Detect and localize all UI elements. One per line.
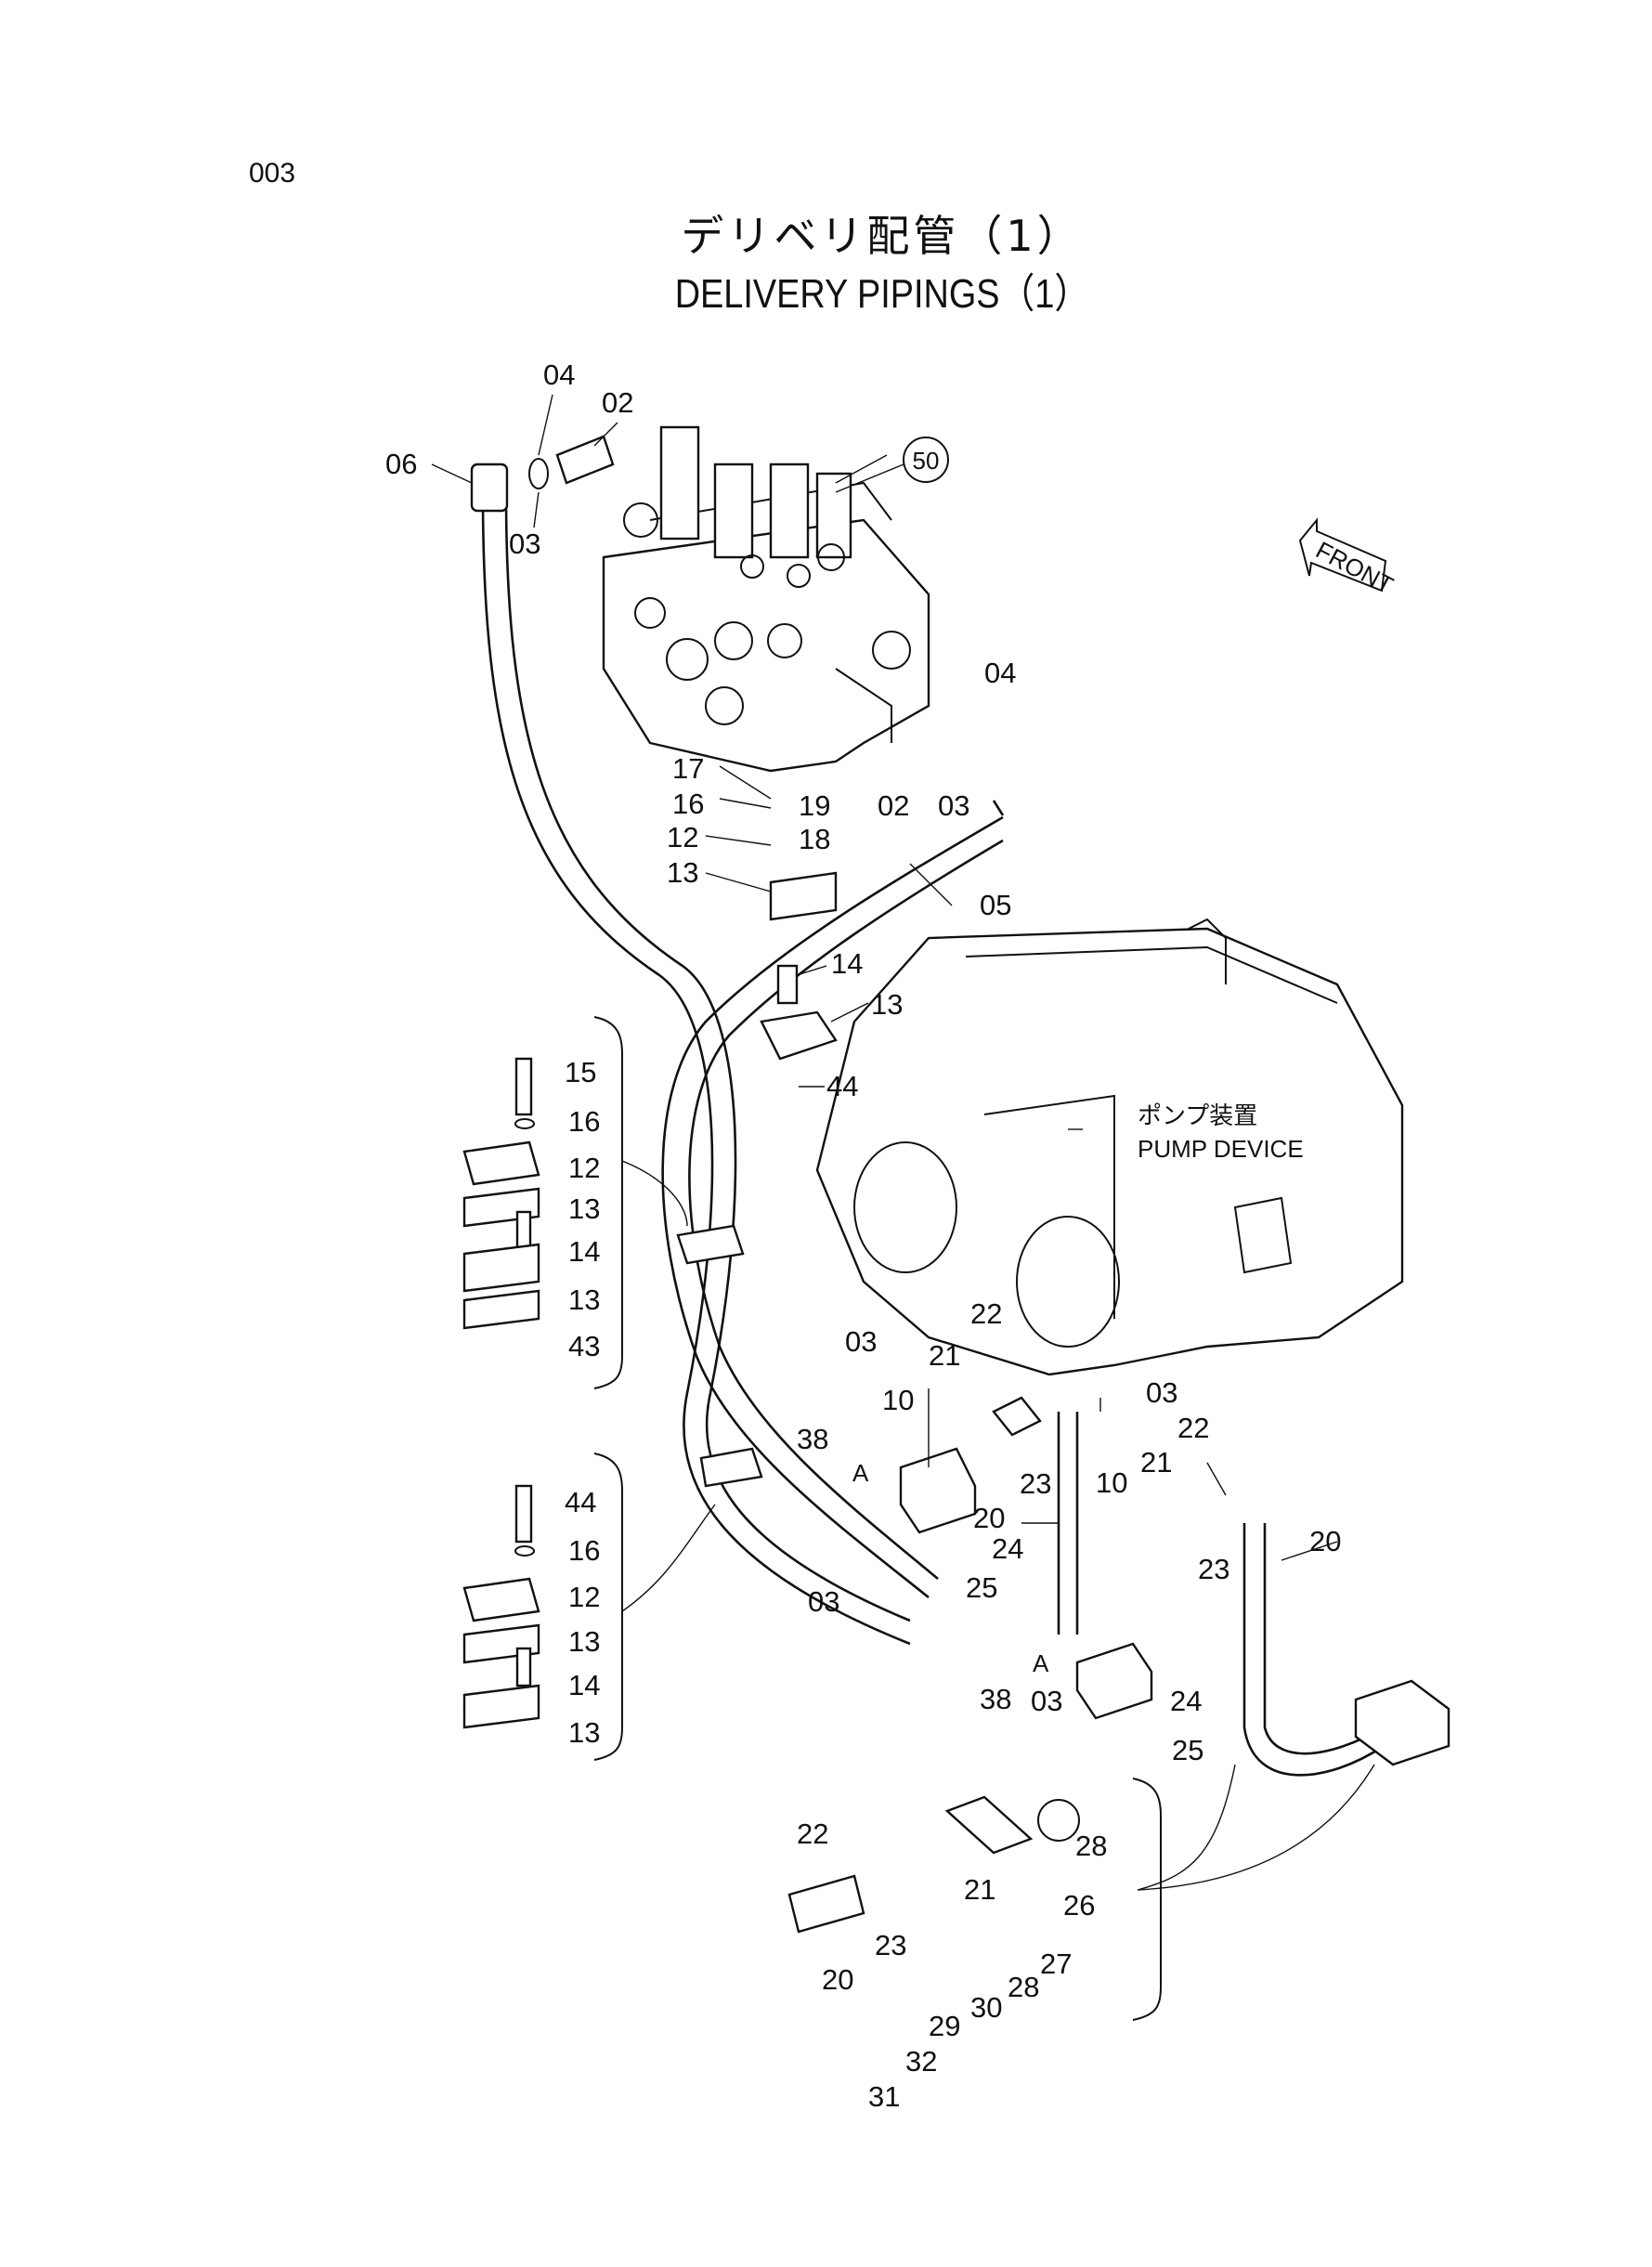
callouts-pump-right: 03 22 21 10 23 20 38 03 24 25 A <box>980 1376 1341 1766</box>
callout-label: 30 <box>970 1991 1002 2024</box>
fittings <box>470 435 1450 1934</box>
callout-label: 43 <box>568 1330 600 1362</box>
callout-label: 14 <box>831 947 863 980</box>
control-valve <box>602 425 930 773</box>
callout-label: 38 <box>797 1423 828 1455</box>
callout-label: 25 <box>966 1571 997 1604</box>
callout-label: 12 <box>568 1152 600 1184</box>
page-number: 003 <box>249 158 296 189</box>
callout-label: 05 <box>980 889 1011 921</box>
callout-label: 13 <box>568 1625 600 1658</box>
callout-label: 03 <box>808 1585 839 1618</box>
callout-label: 15 <box>565 1056 596 1088</box>
pump-label-en: PUMP DEVICE <box>1138 1135 1304 1163</box>
callout-label: 18 <box>799 823 830 855</box>
callout-label: 10 <box>1096 1466 1127 1499</box>
callouts-clamp-set-1: 15 16 12 13 14 13 43 <box>565 1056 600 1362</box>
callout-label: 28 <box>1075 1830 1107 1862</box>
detail-a-label: A <box>1033 1649 1049 1677</box>
callout-label: 22 <box>1177 1412 1209 1444</box>
callout-label: 50 <box>913 447 940 475</box>
callout-label: 27 <box>1040 1948 1072 1980</box>
callout-label: 03 <box>938 789 969 822</box>
callout-label: 25 <box>1172 1734 1203 1766</box>
callout-label: 20 <box>1309 1525 1341 1557</box>
pump-device: ポンプ装置 PUMP DEVICE <box>815 918 1404 1376</box>
callout-label: 04 <box>543 358 575 391</box>
callout-label: 23 <box>1020 1467 1051 1500</box>
callout-label: 20 <box>973 1502 1005 1534</box>
callout-label: 13 <box>568 1283 600 1316</box>
callout-label: 32 <box>905 2045 937 2078</box>
callout-label: 44 <box>826 1070 858 1102</box>
title-english: DELIVERY PIPINGS（1） <box>674 271 1090 317</box>
callout-label: 23 <box>875 1929 906 1961</box>
callouts-pump-left: 03 22 21 10 38 23 20 24 03 25 A <box>797 1297 1051 1618</box>
callout-label: 03 <box>1031 1685 1062 1717</box>
callout-label: 16 <box>568 1105 600 1138</box>
callouts-valve-lower: 17 16 12 13 19 18 02 03 04 05 14 13 44 <box>667 657 1016 1102</box>
title-japanese: デリベリ配管（1） <box>681 211 1084 261</box>
callout-label: 03 <box>1146 1376 1177 1409</box>
callout-label: 02 <box>878 789 909 822</box>
callout-label: 22 <box>970 1297 1002 1330</box>
callout-label: 44 <box>565 1486 596 1518</box>
callout-label: 38 <box>980 1683 1011 1715</box>
callout-label: 31 <box>868 2080 900 2113</box>
callout-label: 22 <box>797 1818 828 1850</box>
callout-label: 13 <box>667 856 698 889</box>
clamp-set-1 <box>462 1057 540 1330</box>
detail-a-label: A <box>852 1459 869 1487</box>
callout-label: 06 <box>385 448 417 480</box>
pump-label-jp: ポンプ装置 <box>1138 1101 1257 1129</box>
callout-label: 13 <box>871 988 903 1021</box>
callout-label: 24 <box>1170 1685 1202 1717</box>
callout-label: 23 <box>1198 1553 1229 1585</box>
callout-label: 26 <box>1063 1889 1095 1922</box>
callout-label: 10 <box>882 1384 914 1416</box>
callout-label: 13 <box>568 1192 600 1225</box>
front-arrow: FRONT <box>1298 517 1398 599</box>
callout-label: 28 <box>1008 1971 1039 2003</box>
callout-label: 16 <box>672 788 704 820</box>
callout-label: 14 <box>568 1235 600 1268</box>
leader-lines <box>431 394 1338 1561</box>
clamp-set-2 <box>462 1484 540 1729</box>
callout-label: 04 <box>984 657 1016 689</box>
callout-label: 21 <box>1140 1446 1172 1479</box>
callouts-clamp-set-2: 44 16 12 13 14 13 <box>565 1486 600 1749</box>
callout-label: 16 <box>568 1534 600 1567</box>
callout-label: 20 <box>822 1963 853 1996</box>
callout-label: 21 <box>929 1339 960 1372</box>
callout-label: 12 <box>568 1581 600 1613</box>
callout-label: 14 <box>568 1669 600 1701</box>
callout-label: 21 <box>964 1873 995 1906</box>
callout-label: 29 <box>929 2010 960 2042</box>
callout-label: 24 <box>992 1532 1023 1565</box>
callout-label: 12 <box>667 821 698 853</box>
callout-label: 17 <box>672 752 704 785</box>
callout-50: 50 <box>835 436 949 493</box>
callout-label: 03 <box>509 528 540 560</box>
callout-label: 02 <box>602 386 633 419</box>
callouts-bottom-detail: 22 21 23 20 26 28 27 28 30 29 32 31 <box>797 1818 1107 2113</box>
callout-label: 13 <box>568 1716 600 1749</box>
callout-label: 03 <box>845 1325 877 1358</box>
clamp-set-brackets <box>593 1016 1375 2021</box>
callout-label: 19 <box>799 789 830 822</box>
callouts-top-left: 04 02 06 03 <box>385 358 633 560</box>
